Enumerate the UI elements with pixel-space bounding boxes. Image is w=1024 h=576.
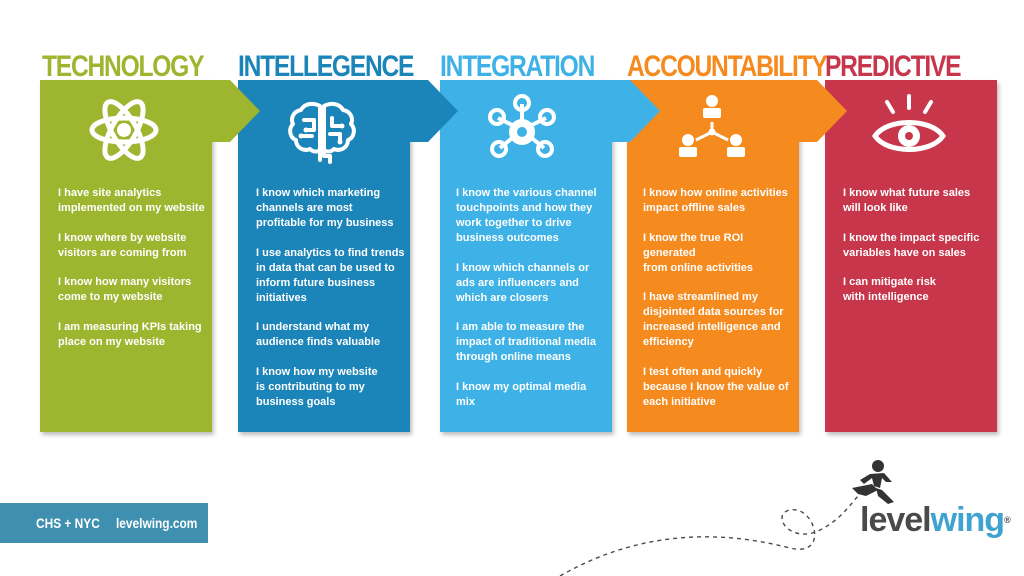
statement-item: I have site analytics implemented on my …: [58, 187, 205, 214]
arrow-icon: [610, 80, 660, 142]
statement-item: I know the various channel touchpoints a…: [456, 187, 597, 244]
statement-item: I know which channels or ads are influen…: [456, 261, 590, 304]
logo-text-level: level: [860, 501, 932, 539]
statement-item: I am measuring KPIs taking place on my w…: [58, 320, 202, 348]
arrow-icon: [797, 80, 847, 142]
statement-item: I test often and quickly because I know …: [643, 365, 789, 408]
card-technology: [40, 80, 212, 432]
heading-integration: INTEGRATION: [440, 50, 595, 83]
statement-item: I know where by website visitors are com…: [58, 231, 187, 259]
network-hub-icon: [488, 94, 556, 158]
footer-location: CHS + NYC: [36, 515, 100, 531]
statement-item: I am able to measure the impact of tradi…: [456, 321, 596, 363]
statement-item: I know how online activities impact offl…: [643, 187, 788, 214]
statement-item: I understand what my audience finds valu…: [256, 321, 381, 348]
statement-item: I know the true ROI generated from onlin…: [643, 231, 754, 274]
logo-text-wing: wing: [930, 501, 1005, 539]
statement-list-technology: I have site analytics implemented on my …: [58, 186, 210, 364]
arrow-icon: [210, 80, 260, 142]
statement-item: I have streamlined my disjointed data so…: [643, 291, 784, 348]
levelwing-logo: levelwing®: [860, 500, 1011, 540]
statement-item: I know what future sales will look like: [843, 187, 971, 214]
card-accountability: [627, 80, 799, 432]
footer-contact-box: CHS + NYC levelwing.com: [0, 503, 208, 543]
footer-website-link[interactable]: levelwing.com: [116, 515, 198, 531]
statement-item: I know how my website is contributing to…: [256, 365, 378, 408]
flying-figure-icon: [852, 460, 894, 504]
statement-item: I know my optimal media mix: [456, 380, 587, 408]
heading-intellegence: INTELLEGENCE: [238, 50, 414, 83]
statement-item: I know the impact specific variables hav…: [843, 231, 980, 259]
statement-item: I can mitigate risk with intelligence: [843, 276, 936, 303]
statement-item: I know which marketing channels are most…: [256, 187, 394, 229]
arrow-icon: [408, 80, 458, 142]
statement-list-accountability: I know how online activities impact offl…: [643, 186, 797, 424]
heading-accountability: ACCOUNTABILITY: [627, 50, 828, 83]
eye-icon: [871, 94, 947, 152]
statement-list-intellegence: I know which marketing channels are most…: [256, 186, 408, 424]
brain-circuit-icon: [288, 101, 356, 164]
statement-item: I use analytics to find trends in data t…: [256, 246, 405, 304]
org-chart-icon: [679, 95, 745, 157]
statement-list-predictive: I know what future sales will look like …: [843, 186, 993, 320]
atom-icon: [89, 99, 159, 161]
registered-mark: ®: [1004, 515, 1011, 525]
statement-list-integration: I know the various channel touchpoints a…: [456, 186, 608, 424]
heading-technology: TECHNOLOGY: [42, 50, 204, 83]
statement-item: I know how many visitors come to my webs…: [58, 276, 192, 303]
heading-predictive: PREDICTIVE: [825, 50, 962, 83]
